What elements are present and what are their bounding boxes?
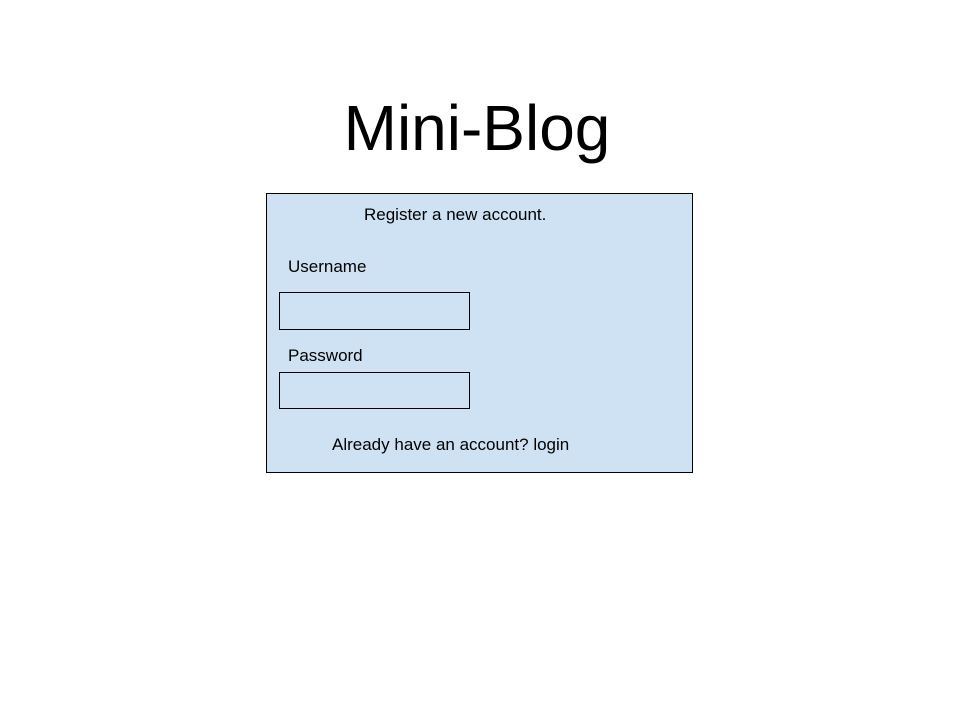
app-title: Mini-Blog: [343, 92, 611, 164]
register-panel: Register a new account. Username Passwor…: [266, 193, 693, 473]
username-label: Username: [288, 257, 367, 276]
login-link[interactable]: login: [533, 435, 570, 454]
register-heading: Register a new account.: [364, 205, 547, 224]
username-field[interactable]: [279, 292, 470, 330]
password-label: Password: [288, 346, 363, 365]
password-field[interactable]: [279, 372, 470, 409]
login-prompt: Already have an account? login: [332, 434, 569, 456]
login-prompt-text: Already have an account?: [332, 435, 529, 454]
